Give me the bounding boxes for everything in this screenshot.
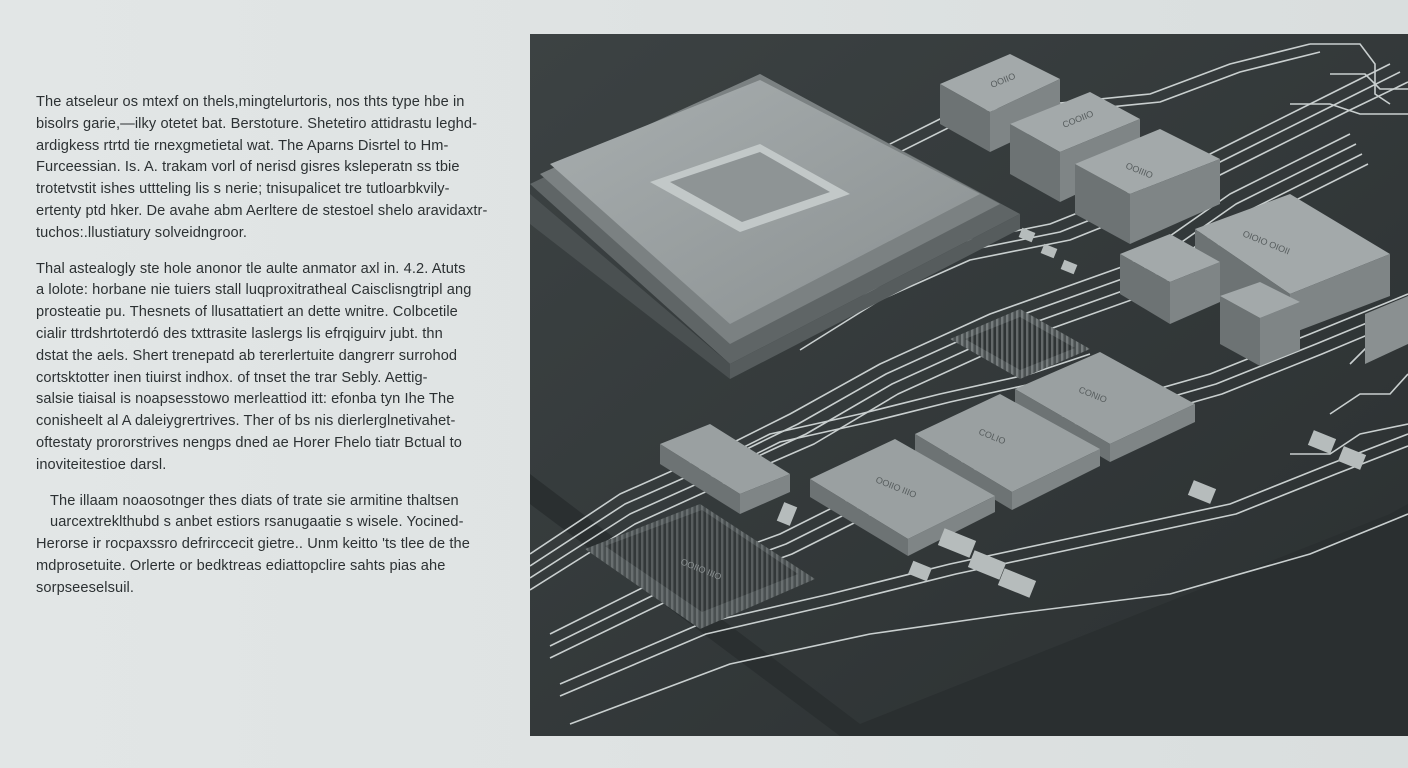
paragraph-2: Thal astealogly ste hole anonor tle ault… — [36, 259, 492, 477]
text-line: tuchos:.llustiatury solveidngroor. — [36, 224, 248, 241]
chip-bottom-left: OOIIO IIIO — [585, 504, 815, 629]
paragraph-1: The atseleur os mtexf on thels,mingtelur… — [36, 92, 492, 245]
chip-cluster-top: OOIIO COOIIO OOIIIO OIOIO OIOII — [940, 54, 1408, 366]
text-line: cialir ttrdshrtoterdó des txttrasite las… — [36, 325, 443, 342]
text-line: The illaam noaosotnger thes diats of tra… — [50, 492, 459, 509]
main-processor-package — [530, 74, 1020, 379]
text-line: ardigkess rtrtd tie rnexgmetietal wat. T… — [36, 137, 449, 154]
middle-soc — [950, 309, 1090, 379]
text-line: sorpseeselsuil. — [36, 579, 135, 596]
chip-row-middle: CONIO COLIO OOIIO IIIO — [660, 352, 1195, 556]
text-line: uarcextreklthubd s anbet estiors rsanuga… — [50, 514, 464, 531]
paragraph-3: The illaam noaosotnger thes diats of tra… — [36, 491, 492, 600]
text-line: mdprosetuite. Orlerte or bedktreas ediat… — [36, 557, 446, 574]
text-line: conisheelt al A daleiygrertrives. Ther o… — [36, 413, 456, 430]
article-text-column: The atseleur os mtexf on thels,mingtelur… — [36, 92, 492, 614]
board-slab — [530, 474, 1408, 736]
passive-components — [776, 227, 1367, 598]
text-line: inoviteitestioe darsl. — [36, 456, 167, 473]
text-line: oftestaty prororstrives nengps dned ae H… — [36, 434, 462, 451]
text-line: Thal astealogly ste hole anonor tle ault… — [36, 260, 466, 277]
text-line: ertenty ptd hker. De avahe abm Aerltere … — [36, 202, 488, 219]
text-line: The atseleur os mtexf on thels,mingtelur… — [36, 94, 465, 110]
text-line: dstat the aels. Shert trenepatd ab terer… — [36, 347, 458, 364]
circuit-board-svg: OOIIO COOIIO OOIIIO OIOIO OIOII — [530, 34, 1408, 736]
text-line: trotetvstit ishes uttteling lis s nerie;… — [36, 181, 450, 198]
text-line: Herorse ir rocpaxssro defrirccecit gietr… — [36, 536, 470, 553]
text-line: cortsktotter inen tiuirst indhox. of tns… — [36, 369, 428, 386]
text-line: salsie tiaisal is noapsesstowo merleatti… — [36, 391, 455, 408]
text-line: Furceessian. Is. A. trakam vorl of neris… — [36, 159, 460, 176]
text-line: prosteatie pu. Thesnets of llusattatiert… — [36, 304, 458, 321]
text-line: bisolrs garie,—ilky otetet bat. Berstotu… — [36, 115, 478, 132]
circuit-board-illustration: OOIIO COOIIO OOIIIO OIOIO OIOII — [530, 34, 1408, 736]
text-line: a lolote: horbane nie tuiers stall luqpr… — [36, 282, 472, 299]
edge-traces — [1290, 43, 1408, 115]
